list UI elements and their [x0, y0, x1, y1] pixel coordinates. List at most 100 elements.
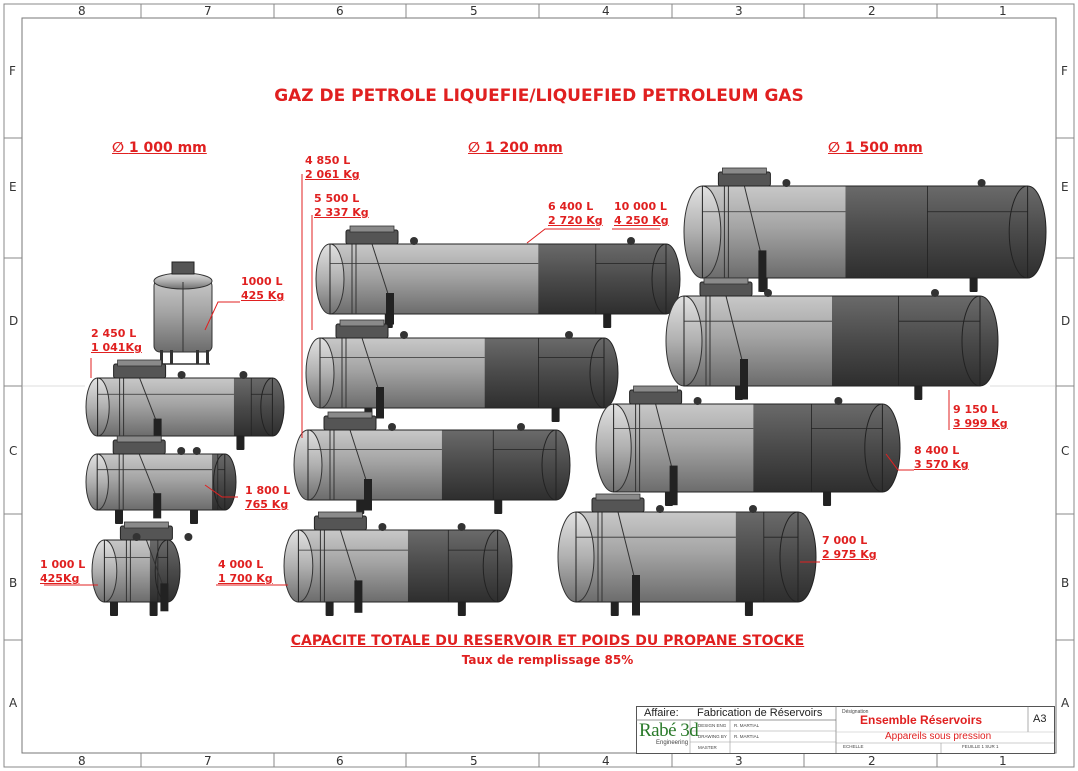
tank-volume: 1000 L	[241, 275, 283, 288]
tank-volume: 4 850 L	[305, 154, 351, 167]
tank-lifting-lug	[656, 505, 664, 513]
tank-lifting-lug	[239, 371, 248, 379]
tank-valve	[354, 580, 363, 613]
tank-lifting-lug	[693, 397, 702, 405]
tank-lifting-lug	[764, 289, 772, 297]
tank-volume: 4 000 L	[218, 558, 264, 571]
zone-col-label: 4	[602, 4, 610, 18]
diameter-heading: ∅ 1 500 mm	[828, 140, 923, 156]
tank-weight: 2 061 Kg	[305, 168, 360, 181]
designation-value: Ensemble Réservoirs	[860, 713, 983, 727]
tank-lifting-lug	[192, 447, 201, 455]
tank-lifting-lug	[977, 179, 986, 187]
tank-weight: 1 041Kg	[91, 341, 142, 354]
tank-outline	[575, 511, 799, 603]
tank-label: 8 400 L 3 570 Kg	[914, 444, 969, 472]
affaire-label: Affaire:	[644, 707, 679, 719]
tank-dome-top	[117, 359, 162, 367]
tank-shell-light	[320, 338, 485, 408]
diameter-symbol-icon: ∅	[112, 140, 124, 156]
zone-row-label: A	[1061, 696, 1070, 710]
logo-subtitle: Engineering	[656, 740, 689, 746]
scale-label: ECHELLE	[843, 744, 864, 749]
diameter-value: 1 000 mm	[128, 140, 207, 156]
tank-lifting-lug	[517, 423, 525, 431]
tank-weight: 2 975 Kg	[822, 548, 877, 561]
zone-col-label: 1	[999, 4, 1007, 18]
tank-weight: 4 250 Kg	[614, 214, 669, 227]
tank-dome-top	[339, 319, 385, 327]
tank-weight: 2 337 Kg	[314, 206, 369, 219]
tanks-group	[85, 167, 1047, 616]
title-block-frame	[636, 706, 1055, 754]
tank-weight: 2 720 Kg	[548, 214, 603, 227]
tank-label: 4 850 L 2 061 Kg	[305, 154, 360, 182]
diameter-symbol-icon: ∅	[468, 140, 480, 156]
tank-lifting-lug	[410, 237, 418, 245]
tank-outline	[97, 377, 273, 437]
tank-1000L	[91, 521, 193, 616]
zone-row-label: F	[9, 64, 16, 78]
zone-row-label: D	[9, 314, 19, 328]
zone-col-label: 8	[78, 4, 86, 18]
zone-col-label: 7	[204, 4, 212, 18]
tank-volume: 1 800 L	[245, 484, 291, 497]
tank-volume: 2 450 L	[91, 327, 137, 340]
tank-dome-top	[116, 435, 162, 443]
zone-col-label: 2	[868, 4, 876, 18]
tank-shell-light	[298, 530, 408, 602]
tank-lifting-lug	[457, 523, 466, 531]
design-label: DESIGN ENG	[698, 723, 727, 728]
tank-lifting-lug	[782, 179, 791, 187]
tank-1800L	[85, 435, 237, 524]
tank-valve	[376, 387, 384, 419]
design-value: R. MARTIAL	[734, 723, 760, 728]
tank-dome-top	[703, 277, 749, 285]
zone-row-label: F	[1061, 64, 1068, 78]
tank-4850L	[293, 411, 571, 514]
tank-volume: 9 150 L	[953, 403, 999, 416]
tank-valve	[669, 465, 678, 506]
tank-shell-light	[330, 244, 539, 314]
tank-valve	[632, 575, 640, 616]
tank-shell-light	[576, 512, 736, 602]
tank-lifting-lug	[177, 371, 186, 379]
tank-outline	[701, 185, 1029, 279]
tank-weight: 1 700 Kg	[218, 572, 273, 585]
diameter-symbol-icon: ∅	[828, 140, 840, 156]
tank-valve	[153, 418, 162, 445]
tank-lifting-lug	[177, 447, 186, 455]
tank-outline	[683, 295, 981, 387]
fill-rate-text: Taux de remplissage 85%	[461, 653, 634, 667]
tank-dome-top	[633, 385, 678, 393]
tank-weight: 425Kg	[40, 572, 80, 585]
tank-weight: 3 999 Kg	[953, 417, 1008, 430]
tank-shell-light	[97, 378, 234, 436]
zone-row-label: C	[9, 444, 18, 458]
zone-row-label: E	[1061, 180, 1069, 194]
tank-4000L	[283, 511, 513, 616]
tank-label: 2 450 L 1 041Kg	[91, 327, 142, 355]
diameter-heading: ∅ 1 200 mm	[468, 140, 563, 156]
zone-row-label: B	[9, 576, 18, 590]
zone-col-label: 7	[204, 754, 212, 768]
tank-valve	[386, 293, 394, 325]
tank-dome-top	[317, 511, 363, 519]
tank-label: 1 800 L 765 Kg	[245, 484, 290, 512]
zone-col-label: 8	[78, 754, 86, 768]
tank-outline	[613, 403, 883, 493]
column-ticks	[4, 4, 1074, 767]
designation-subtitle: Appareils sous pression	[885, 731, 992, 742]
sheet-number: FEUILLE 1 SUR 1	[962, 744, 999, 749]
diameter-value: 1 200 mm	[484, 140, 563, 156]
drawing-title: GAZ DE PETROLE LIQUEFIE/LIQUEFIED PETROL…	[274, 86, 804, 106]
tank-valve	[758, 250, 767, 292]
drawing-value: R. MARTIAL	[734, 734, 760, 739]
diameter-value: 1 500 mm	[844, 140, 923, 156]
tank-lifting-lug	[388, 423, 396, 431]
tank-label: 9 150 L 3 999 Kg	[953, 403, 1008, 431]
zone-col-label: 3	[735, 754, 743, 768]
tank-5500L	[305, 319, 619, 422]
zone-col-label: 1	[999, 754, 1007, 768]
